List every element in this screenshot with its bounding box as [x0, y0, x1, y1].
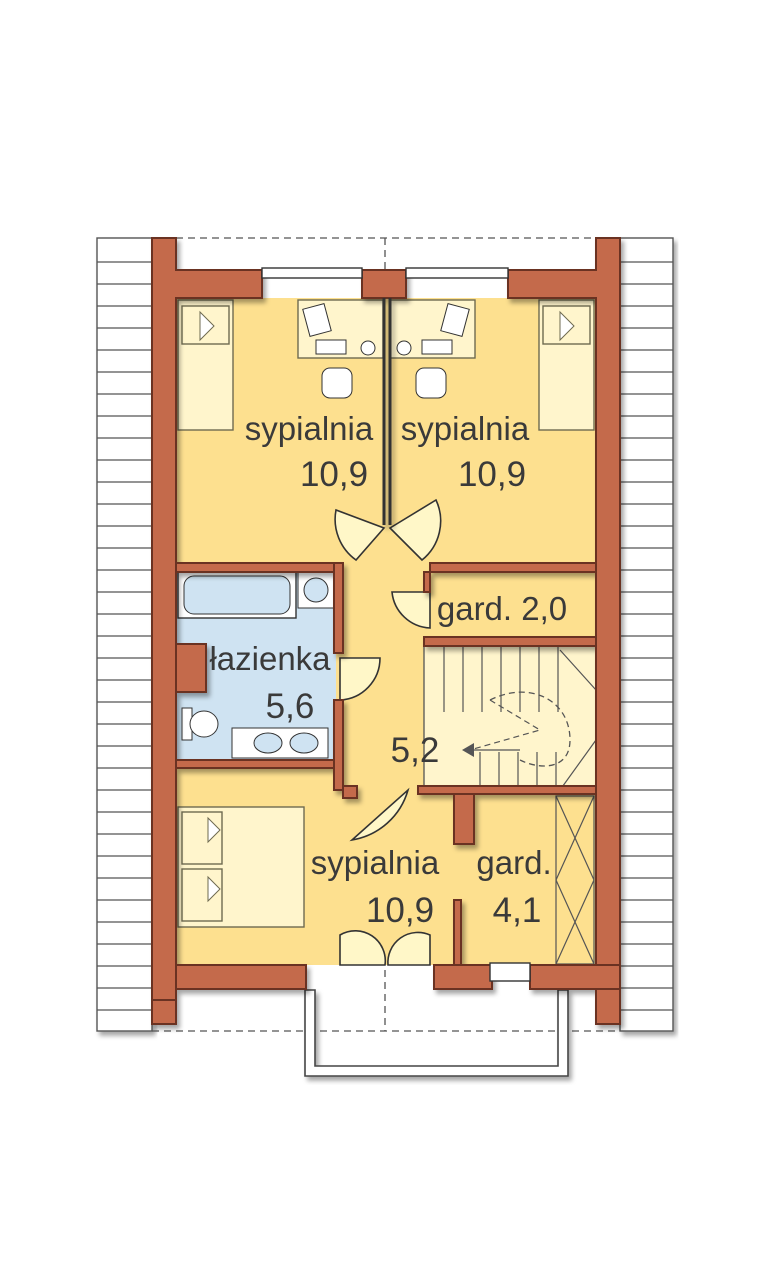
roof-right: [619, 237, 674, 1032]
room-name: sypialnia: [245, 410, 374, 447]
roof-left: [96, 237, 153, 1032]
bathtub: [177, 571, 335, 619]
bed-top-left: [177, 299, 234, 431]
desk-left: [297, 299, 384, 399]
walls: [151, 237, 621, 1025]
room-labels: sypialnia 10,9 sypialnia 10,9 łazienka 5…: [209, 410, 567, 930]
room-name: sypialnia: [311, 844, 440, 881]
room-area: 10,9: [366, 891, 434, 930]
toilet: [181, 707, 219, 741]
wardrobe-closet: [555, 795, 595, 965]
double-bed: [177, 806, 305, 928]
balcony: [304, 989, 569, 1077]
room-area: 10,9: [300, 455, 368, 494]
room-name: łazienka: [209, 640, 331, 677]
room-area: 5,2: [391, 731, 440, 770]
room-name: gard.: [476, 844, 551, 881]
room-area: 4,1: [493, 891, 542, 930]
room-name: gard. 2,0: [437, 590, 567, 627]
room-name: sypialnia: [401, 410, 530, 447]
doors: [334, 498, 442, 966]
room-area: 10,9: [458, 455, 526, 494]
windows: [261, 267, 531, 982]
sinks: [231, 727, 329, 759]
room-area: 5,6: [266, 687, 315, 726]
bed-top-right: [538, 299, 595, 431]
desk-right: [389, 299, 476, 399]
staircase: [423, 645, 597, 792]
